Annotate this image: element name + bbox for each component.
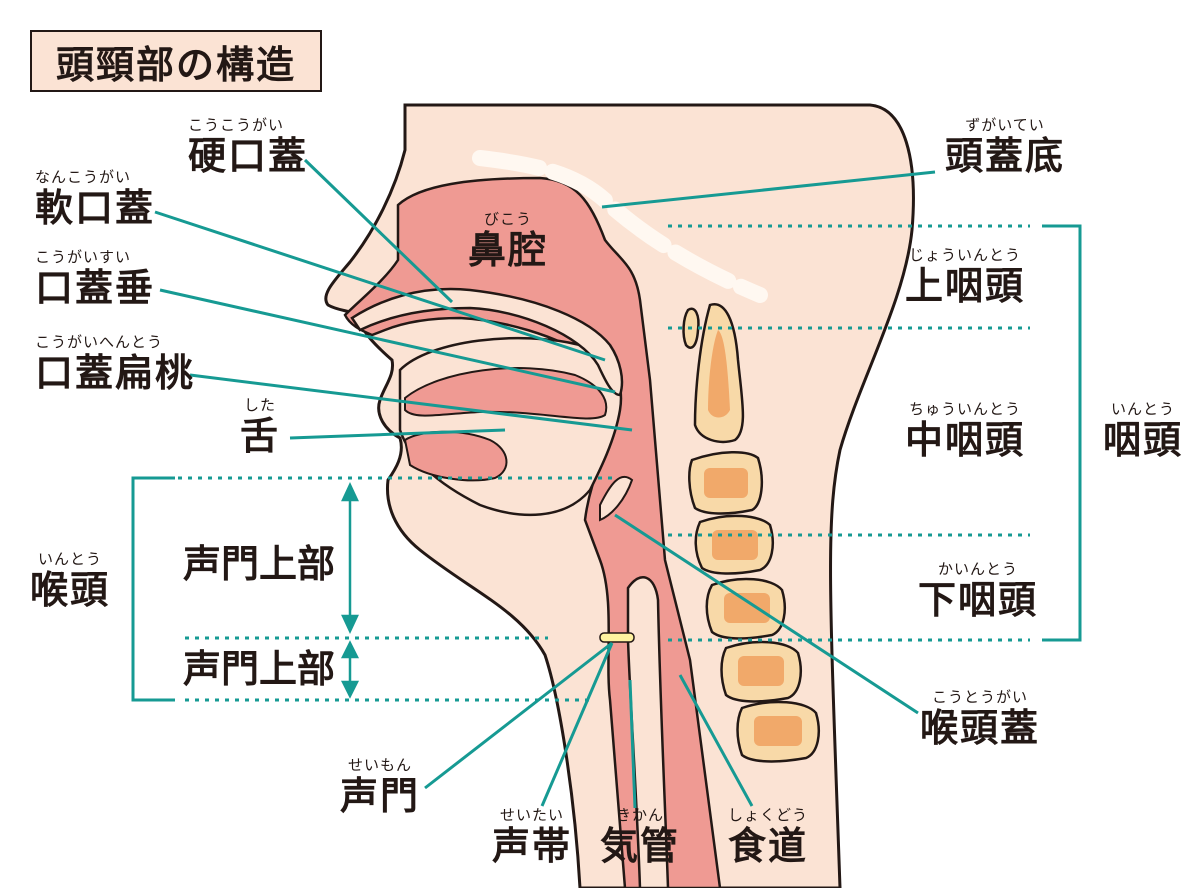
label-tonsil: こうがいへんとう口蓋扁桃 [35,333,196,395]
label-vocal-cord-ruby: せいたい [500,806,565,824]
vocal-cord-leader [540,642,614,807]
label-epipharynx: じょういんとう上咽頭 [905,246,1026,308]
label-mesopharynx-text: 中咽頭 [905,418,1026,462]
label-esophagus: しょくどう食道 [728,806,809,868]
label-esophagus-text: 食道 [728,824,809,868]
label-glottis-text: 声門 [340,774,421,818]
label-uvula-text: 口蓋垂 [35,266,156,310]
label-hard-palate: こうこうがい硬口蓋 [188,116,309,178]
epiglottis-shape [599,475,634,522]
label-soft-palate: なんこうがい軟口蓋 [35,168,156,230]
label-tonsil-ruby: こうがいへんとう [35,333,164,351]
label-skull-base: ずがいてい頭蓋底 [945,116,1066,178]
larynx-bracket [131,476,175,702]
label-pharynx-text: 咽頭 [1103,418,1184,462]
soft-palate-leader [154,210,606,362]
label-epiglottis-text: 喉頭蓋 [920,706,1041,750]
label-tongue: した舌 [240,396,281,458]
label-pharynx-ruby: いんとう [1111,400,1176,418]
label-epipharynx-ruby: じょういんとう [909,246,1022,264]
label-tongue-ruby: した [244,396,277,414]
label-trachea-ruby: きかん [616,806,665,824]
label-nasal-cavity-ruby: びこう [484,210,533,228]
label-hard-palate-text: 硬口蓋 [188,134,309,178]
label-skull-base-ruby: ずがいてい [965,116,1045,134]
label-nasal-cavity: びこう鼻腔 [468,210,549,272]
epiglottis-leader [614,513,919,715]
label-tonsil-text: 口蓋扁桃 [35,351,196,395]
label-tongue-text: 舌 [240,414,281,458]
label-skull-base-text: 頭蓋底 [945,134,1066,178]
palate [350,287,624,397]
label-mesopharynx-ruby: ちゅういんとう [909,400,1022,418]
label-uvula: こうがいすい口蓋垂 [35,248,156,310]
tongue-leader [289,428,506,440]
label-soft-palate-text: 軟口蓋 [35,186,156,230]
label-uvula-ruby: こうがいすい [35,248,132,266]
skull-base-leader [601,170,936,209]
label-subglottis: 声門上部 [183,647,336,691]
label-hypopharynx-ruby: かいんとう [938,560,1019,578]
label-esophagus-ruby: しょくどう [728,806,809,824]
trachea-leader [628,679,637,809]
label-larynx: いんとう喉頭 [30,550,111,612]
label-epiglottis: こうとうがい喉頭蓋 [920,688,1041,750]
label-soft-palate-ruby: なんこうがい [35,168,132,186]
pharynx-bracket [1042,224,1082,642]
cervical-vertebrae [682,303,820,763]
label-supraglottis: 声門上部 [183,542,336,586]
uvula-leader [159,288,616,394]
mouth-gap [404,367,608,420]
label-glottis: せいもん声門 [340,756,421,818]
label-glottis-ruby: せいもん [348,756,413,774]
vocal-cord [599,632,635,643]
leader-lines [154,158,936,809]
arrows [340,482,360,699]
label-larynx-text: 喉頭 [30,568,111,612]
label-larynx-ruby: いんとう [38,550,103,568]
label-trachea: きかん気管 [600,806,681,868]
label-trachea-text: 気管 [600,824,681,868]
nasal-pharynx-cavity [343,176,722,890]
label-nasal-cavity-text: 鼻腔 [468,228,549,272]
label-vocal-cord-text: 声帯 [492,824,573,868]
hard-palate-leader [303,158,454,304]
label-hard-palate-ruby: こうこうがい [188,116,285,134]
region-lines [178,224,1030,702]
glottis-leader [424,641,613,790]
esophagus-leader [678,674,754,807]
label-hypopharynx: かいんとう下咽頭 [918,560,1039,622]
label-epiglottis-ruby: こうとうがい [932,688,1029,706]
label-epipharynx-text: 上咽頭 [905,264,1026,308]
label-hypopharynx-text: 下咽頭 [918,578,1039,622]
label-mesopharynx: ちゅういんとう中咽頭 [905,400,1026,462]
label-pharynx: いんとう咽頭 [1103,400,1184,462]
diagram-title: 頭頸部の構造 [30,30,322,92]
label-vocal-cord: せいたい声帯 [492,806,573,868]
tonsil-leader [189,373,633,432]
